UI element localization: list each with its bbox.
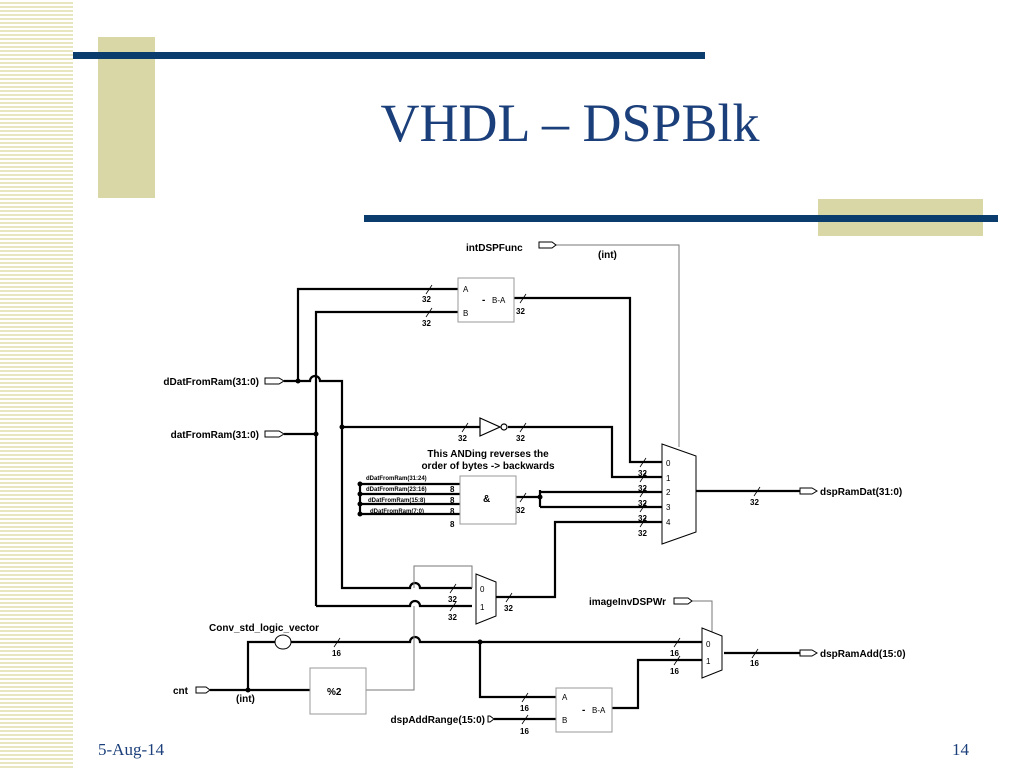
mux2a-in-1: 1	[480, 603, 485, 612]
port-label-cnt: cnt	[173, 686, 189, 697]
port-connectors	[195, 241, 818, 723]
bus-width-label: 32	[422, 319, 431, 328]
mux2b-in-0: 0	[706, 640, 711, 649]
bus-width-label: 8	[450, 496, 455, 505]
bus-width-label: 16	[670, 649, 679, 658]
sub-top-port-b: B	[463, 309, 468, 318]
port-label-dspRamDat: dspRamDat(31:0)	[820, 487, 902, 498]
bus-slash-marks	[333, 284, 761, 725]
bus-width-label: 32	[638, 529, 647, 538]
sub-top-symbol: -	[482, 295, 485, 306]
mux-2-input-data: 0 1	[475, 573, 497, 625]
bus-width-label: 32	[448, 613, 457, 622]
subtracter-top: A B - B-A	[457, 277, 515, 323]
bus-width-label: 16	[750, 659, 759, 668]
byte-slice-label: dDatFromRam(15:8)	[368, 498, 425, 504]
bus-width-label: 32	[638, 469, 647, 478]
bus-width-label: 32	[448, 595, 457, 604]
control-wires	[366, 244, 713, 691]
mux5-in-4: 4	[666, 518, 671, 527]
bus-width-label: 32	[516, 307, 525, 316]
footer-date: 5-Aug-14	[98, 740, 165, 759]
port-dspAddRange-connector	[487, 715, 495, 723]
bus-width-label: 32	[750, 498, 759, 507]
sub-bottom-symbol: -	[582, 705, 585, 716]
bus-width-label: 16	[670, 667, 679, 676]
port-dspRamAdd-connector	[799, 649, 818, 657]
and-note-line-2: order of bytes -> backwards	[421, 461, 555, 472]
sub-bottom-port-b: B	[562, 716, 567, 725]
port-dDatFromRam-connector	[264, 377, 285, 385]
sub-top-op: B-A	[492, 296, 506, 305]
bus-width-label: 8	[450, 507, 455, 516]
mux-2-input-addr: 0 1	[701, 627, 723, 679]
mux2b-in-1: 1	[706, 657, 711, 666]
byte-slice-label: dDatFromRam(23:16)	[366, 487, 427, 493]
sub-bottom-op: B-A	[592, 706, 606, 715]
sub-top-port-a: A	[463, 285, 469, 294]
label-int-cnt: (int)	[236, 694, 255, 705]
port-label-imageInvDSPWr: imageInvDSPWr	[589, 597, 666, 608]
bus-width-label: 16	[520, 727, 529, 736]
and-symbol: &	[483, 494, 490, 505]
mux-5-input: 0 1 2 3 4	[661, 443, 697, 545]
port-intDSPFunc-connector	[538, 241, 557, 249]
bus-width-label: 32	[458, 434, 467, 443]
and-note-line-1: This ANDing reverses the	[427, 449, 549, 460]
port-dspRamDat-connector	[799, 487, 818, 495]
byte-slice-label: dDatFromRam(7:0)	[370, 509, 424, 515]
slide-stripe-decoration	[0, 0, 73, 768]
mux5-in-2: 2	[666, 488, 671, 497]
bus-width-label: 32	[638, 484, 647, 493]
port-label-datFromRam: datFromRam(31:0)	[171, 430, 259, 441]
port-label-dDatFromRam: dDatFromRam(31:0)	[163, 377, 259, 388]
slide-title: VHDL – DSPBlk	[380, 93, 760, 153]
port-imageInvDSPWr-connector	[673, 597, 693, 605]
bus-width-label: 32	[638, 514, 647, 523]
label-conv-std-logic-vector: Conv_std_logic_vector	[209, 623, 319, 634]
bus-width-label: 16	[520, 704, 529, 713]
slide-accent-box-left	[98, 37, 155, 198]
signal-wires	[210, 287, 800, 721]
bus-width-label: 32	[422, 295, 431, 304]
port-label-dspAddRange: dspAddRange(15:0)	[391, 715, 485, 726]
bus-width-label: 32	[504, 604, 513, 613]
mux5-in-0: 0	[666, 459, 671, 468]
subtracter-bottom: A B - B-A	[555, 687, 613, 733]
bus-width-label: 16	[332, 649, 341, 658]
footer-page-number: 14	[952, 740, 969, 759]
bus-width-label: 8	[450, 485, 455, 494]
conv-std-logic-vector-block	[274, 634, 292, 650]
mux2a-in-0: 0	[480, 585, 485, 594]
and-block: &	[459, 475, 517, 525]
mux5-in-3: 3	[666, 503, 671, 512]
inverter	[479, 417, 508, 437]
sub-bottom-port-a: A	[562, 693, 568, 702]
bus-width-label: 8	[450, 520, 455, 529]
bus-width-label: 32	[516, 506, 525, 515]
slide-title-rule-top	[73, 52, 705, 59]
port-datFromRam-connector	[264, 430, 285, 438]
byte-slice-label: dDatFromRam(31:24)	[366, 476, 427, 482]
label-int-top: (int)	[598, 250, 617, 261]
port-cnt-connector	[195, 686, 211, 694]
port-label-intDSPFunc: intDSPFunc	[466, 243, 523, 254]
mod2-block: %2	[309, 667, 367, 715]
mod2-label: %2	[327, 687, 342, 698]
junction-dots	[245, 378, 543, 693]
bus-width-labels: 32 32 32 32 32 32 32 32 32 32 32 32 32 3…	[332, 295, 759, 736]
bus-width-label: 32	[638, 499, 647, 508]
bus-width-label: 32	[516, 434, 525, 443]
slide-title-rule-bottom	[364, 215, 998, 222]
port-label-dspRamAdd: dspRamAdd(15:0)	[820, 649, 906, 660]
mux5-in-1: 1	[666, 474, 671, 483]
